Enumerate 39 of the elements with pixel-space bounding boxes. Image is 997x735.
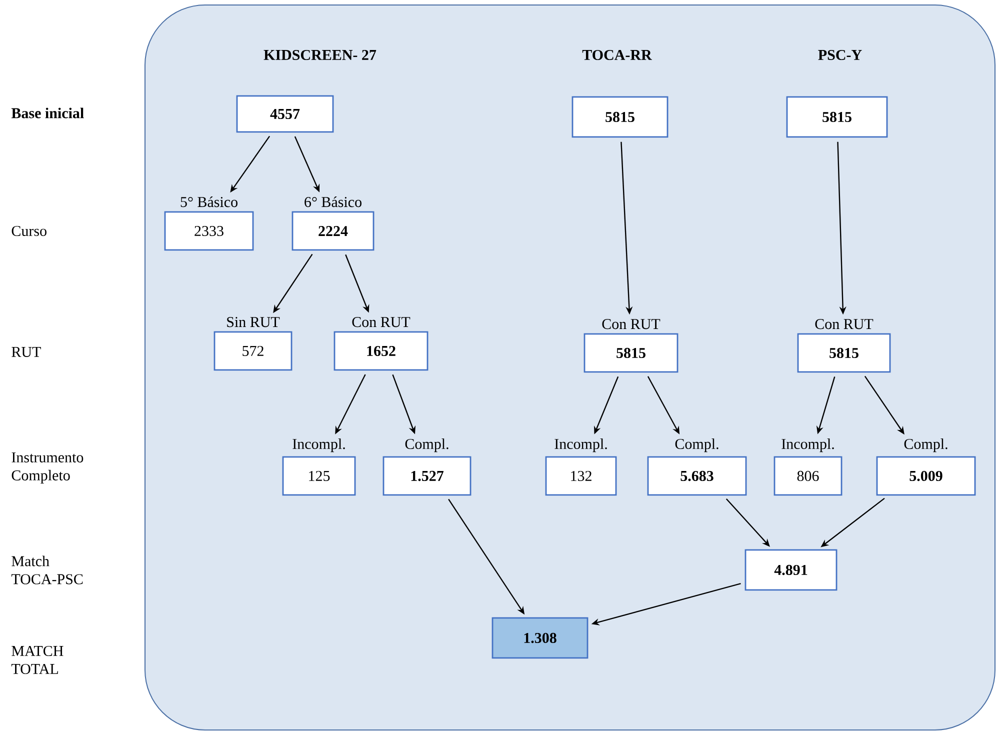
column-heading: TOCA-RR (582, 50, 652, 60)
column-heading: PSC-Y (818, 50, 862, 60)
column-heading: KIDSCREEN- 27 (264, 50, 376, 60)
number-box: 572 Sin RUT (214, 317, 292, 371)
node-label: Con RUT (352, 317, 410, 328)
node-label: Compl. (405, 438, 448, 452)
node-label: Compl. (904, 438, 948, 452)
number-box: 1652 Con RUT (334, 317, 428, 371)
row-label: Match TOCA-PSC (11, 556, 83, 584)
node-label: Sin RUT (227, 317, 280, 328)
number-box: 5815 Con RUT (797, 319, 891, 373)
node-label: 5° Básico (180, 196, 238, 208)
row-label: Instrumento Completo (12, 452, 84, 484)
node-label: Incompl. (782, 438, 834, 452)
number-box: 2333 5° Básico (164, 196, 254, 251)
number-box: 132 Incompl. (545, 438, 617, 496)
node-label: Con RUT (815, 319, 874, 330)
row-label: Base inicial (11, 108, 84, 118)
number-box: 2224 6° Básico (292, 196, 374, 251)
number-box: 5.683 Compl. (647, 438, 747, 496)
row-label: MATCH TOTAL (11, 646, 64, 674)
node-label: Compl. (675, 438, 718, 452)
number-box: 1.527 Compl. (382, 438, 472, 496)
number-box: 125 Incompl. (282, 438, 356, 496)
number-box: 5.009 Compl. (876, 438, 976, 496)
number-box: 5815 Con RUT (584, 319, 678, 373)
node-label: Incompl. (554, 438, 607, 452)
number-box: 4.891 (744, 549, 838, 591)
highlighted-box: 1.308 (492, 617, 588, 659)
panel-background (144, 4, 996, 730)
number-box: 806 Incompl. (774, 438, 842, 496)
number-box: 5815 (572, 96, 668, 138)
node-label: 6° Básico (304, 196, 362, 208)
row-label: RUT (12, 347, 41, 357)
row-label: Curso (12, 226, 46, 236)
node-label: Incompl. (292, 438, 345, 452)
number-box: 5815 (786, 96, 888, 138)
number-box: 4557 (236, 95, 334, 133)
node-label: Con RUT (602, 319, 660, 330)
